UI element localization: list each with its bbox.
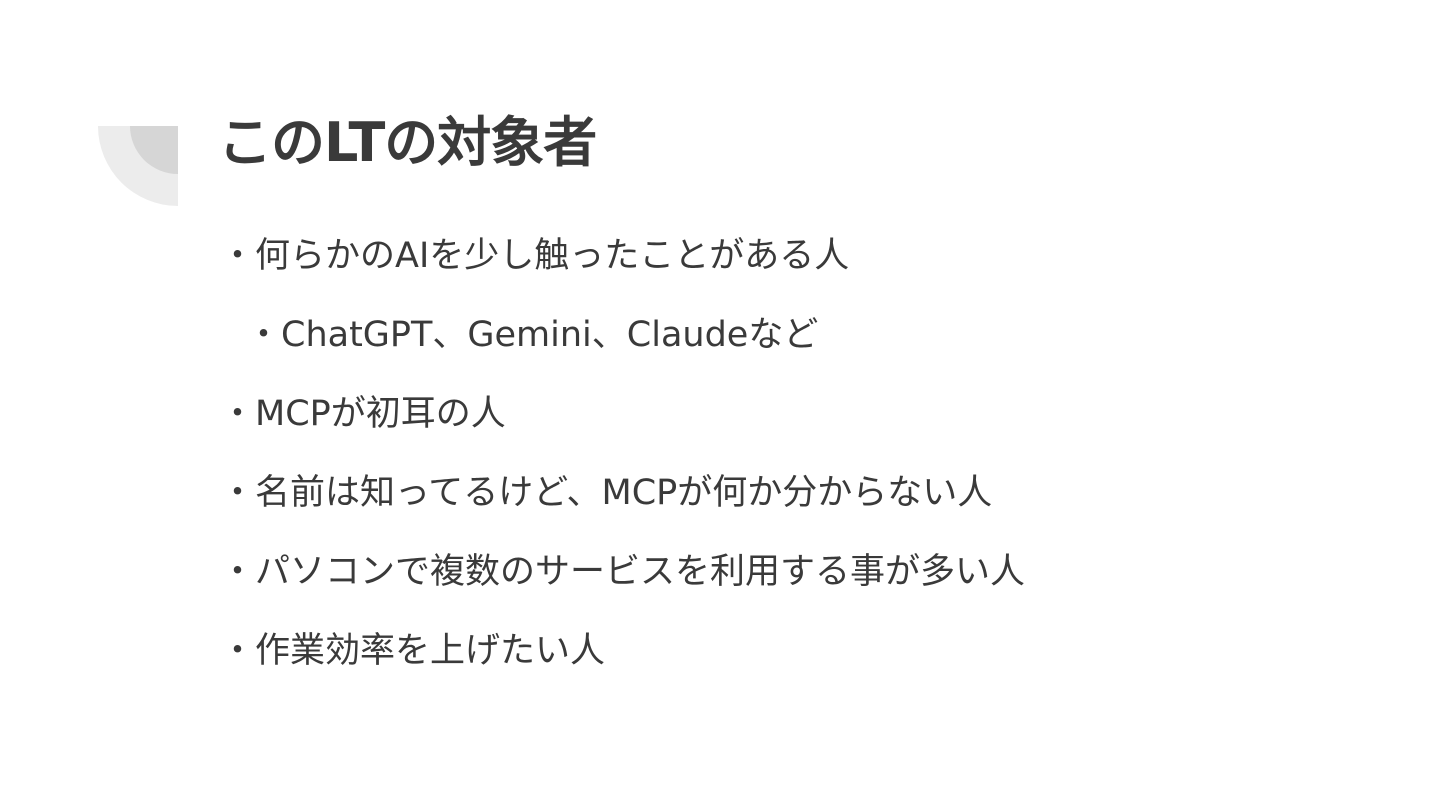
bullet-item: ・パソコンで複数のサービスを利用する事が多い人	[220, 552, 1026, 592]
quarter-circle-decoration-icon	[98, 126, 178, 206]
bullet-list: ・何らかのAIを少し触ったことがある人 ・ChatGPT、Gemini、Clau…	[220, 226, 1320, 700]
bullet-item: ・MCPが初耳の人	[220, 394, 506, 434]
bullet-item: ・名前は知ってるけど、MCPが何か分からない人	[220, 473, 993, 513]
bullet-subitem: ・ChatGPT、Gemini、Claudeなど	[246, 315, 819, 355]
bullet-item: ・何らかのAIを少し触ったことがある人	[220, 236, 850, 276]
bullet-item: ・作業効率を上げたい人	[220, 631, 606, 671]
slide-title: このLTの対象者	[218, 111, 597, 174]
